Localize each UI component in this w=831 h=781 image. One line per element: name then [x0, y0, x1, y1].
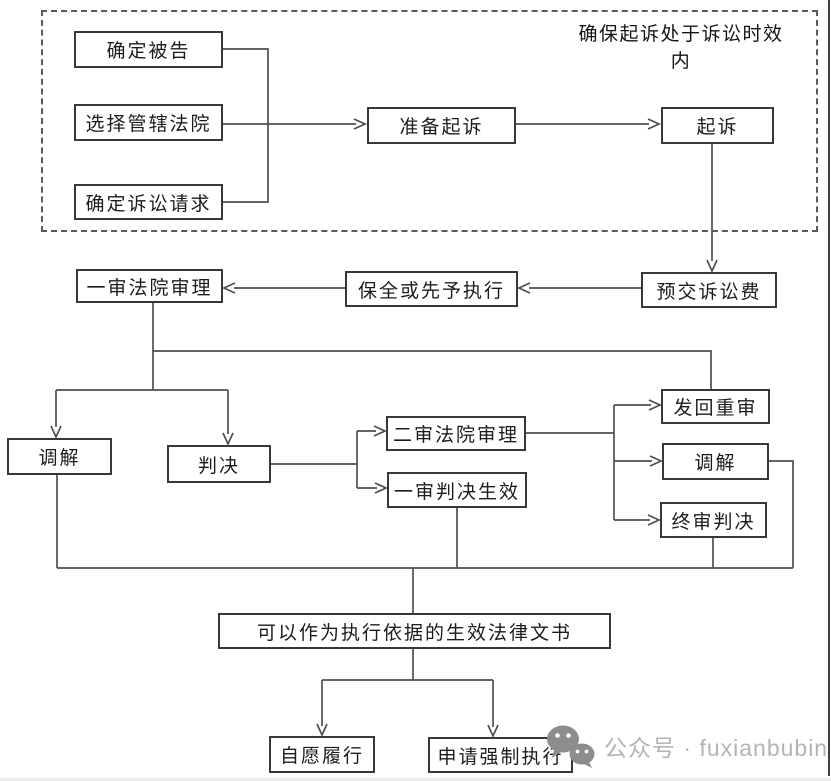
right-edge-line [828, 0, 830, 776]
watermark: 公众号 · fuxianbubin [544, 722, 828, 770]
watermark-text: 公众号 · fuxianbubin [604, 735, 829, 761]
node-determine-defendant: 确定被告 [74, 31, 223, 68]
preparation-stage-dashed-box [41, 10, 818, 232]
node-preservation: 保全或先予执行 [345, 271, 518, 307]
node-first-instance-trial: 一审法院审理 [76, 269, 223, 303]
node-mediation-first: 调解 [7, 438, 112, 475]
node-prepay-fee: 预交诉讼费 [641, 272, 777, 308]
statute-of-limitations-note: 确保起诉处于诉讼时效内 [578, 24, 784, 72]
wechat-icon [544, 722, 596, 770]
node-effective-legal-documents: 可以作为执行依据的生效法律文书 [218, 613, 611, 649]
connector-group [50, 48, 794, 739]
node-remand-retrial: 发回重审 [661, 389, 770, 424]
node-choose-court: 选择管辖法院 [74, 104, 223, 141]
bottom-edge-line [0, 778, 831, 781]
node-judgment: 判决 [167, 445, 271, 483]
node-second-instance-trial: 二审法院审理 [386, 416, 526, 451]
node-prepare-sue: 准备起诉 [367, 107, 516, 144]
node-sue: 起诉 [661, 107, 774, 144]
node-voluntary-performance: 自愿履行 [269, 736, 375, 773]
node-final-judgment: 终审判决 [660, 502, 767, 538]
node-mediation-second: 调解 [662, 443, 769, 480]
node-first-judgment-effective: 一审判决生效 [387, 472, 527, 508]
node-determine-claims: 确定诉讼请求 [74, 184, 223, 220]
